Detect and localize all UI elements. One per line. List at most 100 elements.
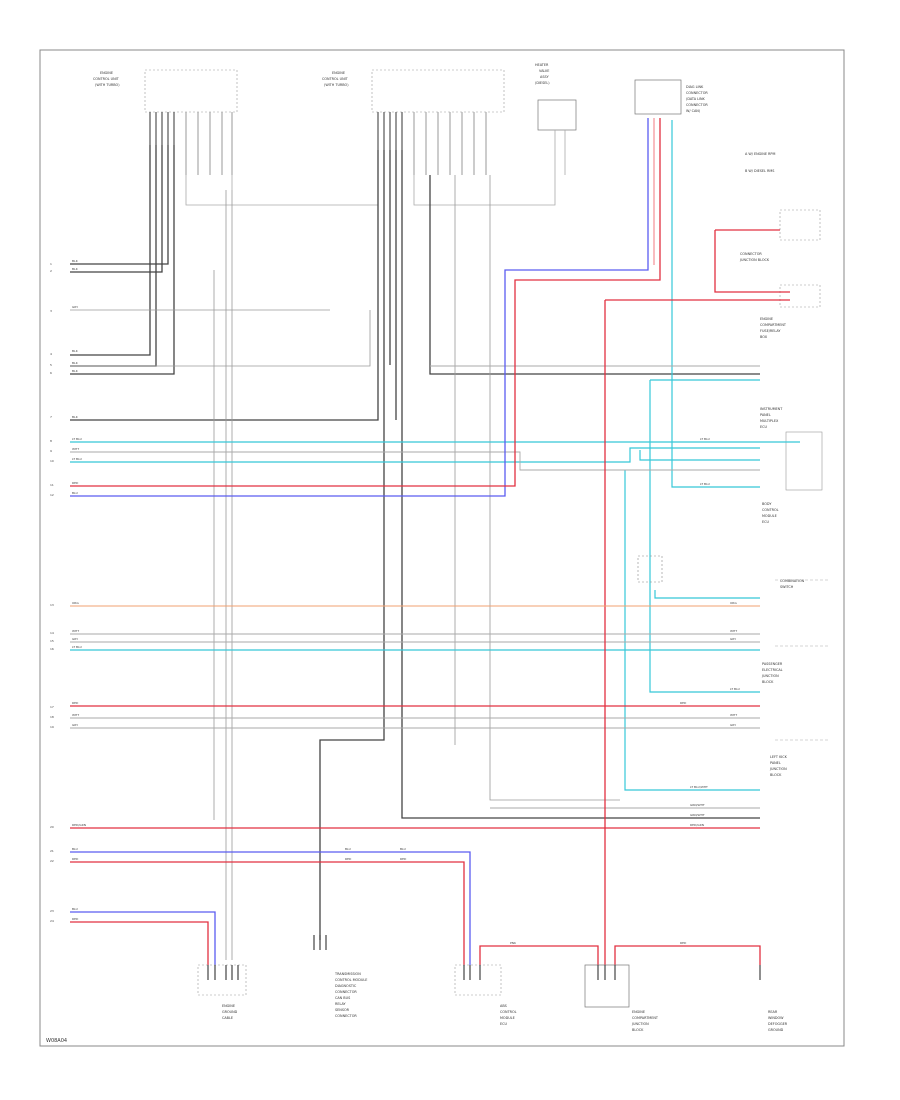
svg-text:3: 3: [50, 309, 52, 313]
svg-text:PANEL: PANEL: [770, 761, 781, 765]
svg-text:11: 11: [50, 483, 54, 487]
svg-text:ECU: ECU: [500, 1022, 508, 1026]
gray-wires: [70, 175, 620, 960]
svg-text:BLU: BLU: [72, 907, 78, 911]
svg-text:PASSENGER: PASSENGER: [762, 662, 783, 666]
svg-text:LT BLU: LT BLU: [700, 437, 710, 441]
svg-text:ENGINE: ENGINE: [222, 1004, 235, 1008]
svg-text:RED: RED: [400, 857, 407, 861]
svg-text:19: 19: [50, 725, 54, 729]
svg-text:CONTROL: CONTROL: [500, 1010, 517, 1014]
svg-text:LT BLU: LT BLU: [730, 687, 740, 691]
svg-text:ASSY: ASSY: [540, 75, 550, 79]
svg-text:BOX: BOX: [760, 335, 768, 339]
svg-text:22: 22: [50, 859, 54, 863]
svg-text:BLK: BLK: [72, 361, 79, 365]
svg-text:20: 20: [50, 825, 54, 829]
svg-text:BODY: BODY: [762, 502, 772, 506]
light-blue-wires: [70, 120, 800, 791]
svg-text:ELECTRICAL: ELECTRICAL: [762, 668, 783, 672]
top-middle-connector: ENGINE CONTROL UNIT (WITH TURBO): [322, 69, 505, 113]
right-labels: INSTRUMENT PANEL MULTIPLEX ECU BODY CONT…: [760, 407, 805, 777]
svg-text:GRN/WHT: GRN/WHT: [690, 813, 705, 817]
relay-component: [637, 555, 663, 583]
svg-text:WHT: WHT: [72, 713, 79, 717]
svg-text:MODULE: MODULE: [500, 1016, 515, 1020]
svg-text:21: 21: [50, 849, 54, 853]
svg-text:17: 17: [50, 705, 54, 709]
top-left-pins: [149, 112, 233, 175]
svg-text:LT BLU: LT BLU: [700, 482, 710, 486]
svg-text:HEATER: HEATER: [535, 63, 549, 67]
wire-color-tags: BLK BLK GRY BLK BLK BLK BLK LT BLU WHT L…: [72, 259, 740, 945]
svg-text:(WITH TURBO): (WITH TURBO): [324, 83, 349, 87]
right-separators: [775, 579, 828, 741]
svg-text:MULTIPLEX: MULTIPLEX: [760, 419, 779, 423]
svg-text:7: 7: [50, 415, 52, 419]
svg-text:4: 4: [50, 352, 52, 356]
footer-code: W08A04: [46, 1038, 67, 1044]
svg-text:BLOCK: BLOCK: [762, 680, 774, 684]
svg-text:18: 18: [50, 715, 54, 719]
bottom-component-3: ABS CONTROL MODULE ECU: [454, 964, 517, 1026]
svg-text:15: 15: [50, 639, 54, 643]
svg-text:BLOCK: BLOCK: [632, 1028, 644, 1032]
svg-text:(WITH TURBO): (WITH TURBO): [95, 83, 120, 87]
top-jumpers: [185, 130, 566, 206]
svg-text:RED: RED: [680, 941, 687, 945]
svg-text:JUNCTION: JUNCTION: [631, 1022, 649, 1026]
svg-text:A W/ ENGINE RPM: A W/ ENGINE RPM: [745, 152, 775, 156]
svg-text:23: 23: [50, 909, 54, 913]
svg-text:GROUND: GROUND: [768, 1028, 784, 1032]
svg-text:ENGINE: ENGINE: [332, 71, 345, 75]
svg-text:CONNECTOR: CONNECTOR: [335, 1014, 357, 1018]
svg-text:INSTRUMENT: INSTRUMENT: [760, 407, 783, 411]
svg-text:RED: RED: [72, 857, 79, 861]
svg-text:BLU: BLU: [72, 847, 78, 851]
svg-text:GRY: GRY: [730, 637, 736, 641]
red-wires: [70, 118, 790, 965]
svg-text:CONTROL UNIT: CONTROL UNIT: [322, 77, 349, 81]
svg-text:FUSE/RELAY: FUSE/RELAY: [760, 329, 781, 333]
svg-text:LT BLU: LT BLU: [72, 437, 82, 441]
left-pin-numbers: 1 2 3 4 5 6 7 8 9 10 11 12 13 14 15 16 1…: [50, 262, 54, 923]
svg-text:ENGINE: ENGINE: [632, 1010, 645, 1014]
svg-text:COMBINATION: COMBINATION: [780, 579, 805, 583]
svg-text:RELAY: RELAY: [335, 1002, 347, 1006]
svg-text:9: 9: [50, 449, 52, 453]
svg-text:JUNCTION: JUNCTION: [769, 767, 787, 771]
svg-text:CONTROL MODULE: CONTROL MODULE: [335, 978, 367, 982]
white-gray-wires: [70, 365, 760, 809]
svg-text:LEFT KICK: LEFT KICK: [770, 755, 788, 759]
svg-text:5: 5: [50, 363, 52, 367]
svg-text:CONTROL UNIT: CONTROL UNIT: [93, 77, 120, 81]
svg-text:CONNECTOR: CONNECTOR: [686, 91, 708, 95]
svg-text:WHT: WHT: [72, 447, 79, 451]
svg-text:CAN BUS: CAN BUS: [335, 996, 350, 1000]
svg-text:DIAGNOSTIC: DIAGNOSTIC: [335, 984, 357, 988]
svg-text:RED/GRN: RED/GRN: [72, 823, 86, 827]
svg-text:PANEL: PANEL: [760, 413, 771, 417]
svg-text:RED: RED: [72, 701, 79, 705]
svg-text:PNK: PNK: [510, 941, 517, 945]
heater-valve-component: HEATER VALVE ASSY (DIESEL): [535, 63, 577, 131]
svg-text:ORG: ORG: [72, 601, 79, 605]
svg-text:RED: RED: [680, 701, 687, 705]
bottom-component-5: REAR WINDOW DEFOGGER GROUND: [759, 965, 788, 1032]
right-jb-component: CONNECTOR JUNCTION BLOCK ENGINE COMPARTM…: [739, 209, 821, 339]
svg-text:24: 24: [50, 919, 54, 923]
svg-text:(DATA LINK: (DATA LINK: [686, 97, 706, 101]
svg-text:(DIESEL): (DIESEL): [535, 81, 550, 85]
svg-text:SENSOR: SENSOR: [335, 1008, 350, 1012]
svg-text:GRY: GRY: [72, 637, 78, 641]
svg-text:ENGINE: ENGINE: [760, 317, 773, 321]
diagram-frame: [39, 49, 845, 1047]
svg-text:ENGINE: ENGINE: [100, 71, 113, 75]
svg-text:W/ CAN): W/ CAN): [686, 109, 701, 113]
right-connector-box: [785, 431, 823, 491]
svg-text:CONNECTOR: CONNECTOR: [686, 103, 708, 107]
svg-text:DIAG LINK: DIAG LINK: [686, 85, 704, 89]
svg-text:CONTROL: CONTROL: [762, 508, 779, 512]
svg-text:BLK: BLK: [72, 259, 79, 263]
